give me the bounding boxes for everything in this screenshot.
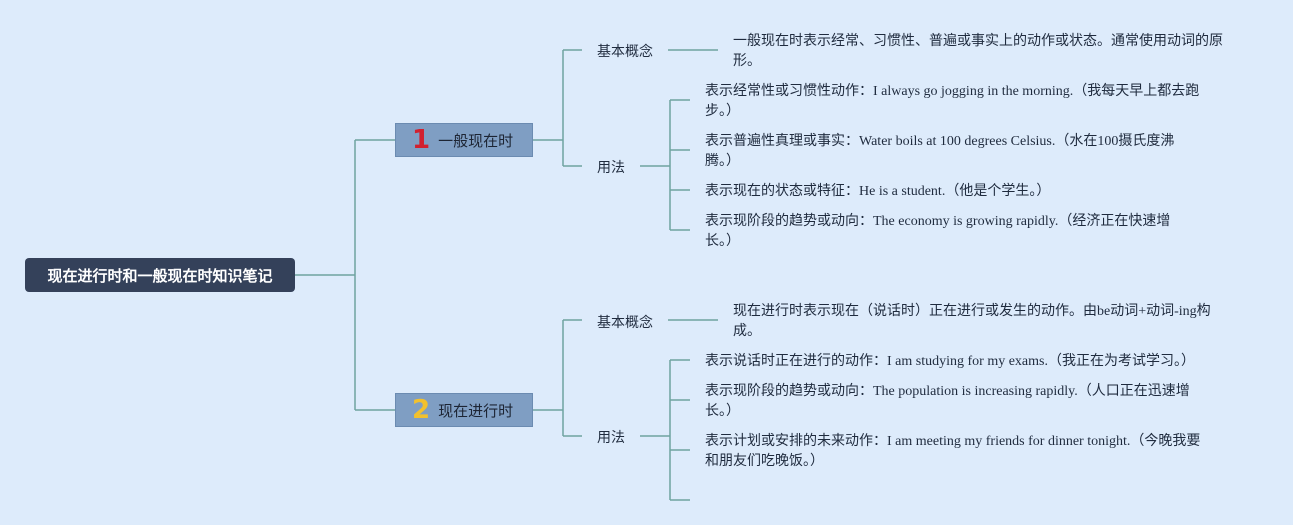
usage-item[interactable]: 表示普遍性真理或事实：Water boils at 100 degrees Ce… xyxy=(705,134,1175,169)
root-node[interactable]: 现在进行时和一般现在时知识笔记 xyxy=(25,258,295,292)
usage-item[interactable]: 表示现阶段的趋势或动向：The economy is growing rapid… xyxy=(705,214,1171,249)
topic-node-1[interactable]: 1 一般现在时 xyxy=(395,123,533,157)
root-title: 现在进行时和一般现在时知识笔记 xyxy=(47,266,273,285)
usage-label[interactable]: 用法 xyxy=(597,430,625,446)
concept-text[interactable]: 一般现在时表示经常、习惯性、普遍或事实上的动作或状态。通常使用动词的原形。 xyxy=(733,34,1223,69)
usage-item[interactable]: 表示计划或安排的未来动作：I am meeting my friends for… xyxy=(705,434,1201,469)
topic-node-2[interactable]: 2 现在进行时 xyxy=(395,393,533,427)
usage-item[interactable]: 表示现阶段的趋势或动向：The population is increasing… xyxy=(705,384,1190,419)
number-2-icon: 2 xyxy=(412,395,431,425)
concept-text[interactable]: 现在进行时表示现在（说话时）正在进行或发生的动作。由be动词+动词-ing构成。 xyxy=(733,304,1211,339)
usage-item[interactable]: 表示说话时正在进行的动作：I am studying for my exams.… xyxy=(705,354,1195,369)
topic-title: 一般现在时 xyxy=(438,131,514,150)
usage-item[interactable]: 表示现在的状态或特征：He is a student.（他是个学生。） xyxy=(705,184,1051,199)
usage-label[interactable]: 用法 xyxy=(597,160,625,176)
usage-item[interactable]: 表示经常性或习惯性动作：I always go jogging in the m… xyxy=(705,84,1200,119)
topic-title: 现在进行时 xyxy=(438,401,514,420)
number-1-icon: 1 xyxy=(412,125,431,155)
concept-label[interactable]: 基本概念 xyxy=(597,315,653,331)
concept-label[interactable]: 基本概念 xyxy=(597,44,653,60)
